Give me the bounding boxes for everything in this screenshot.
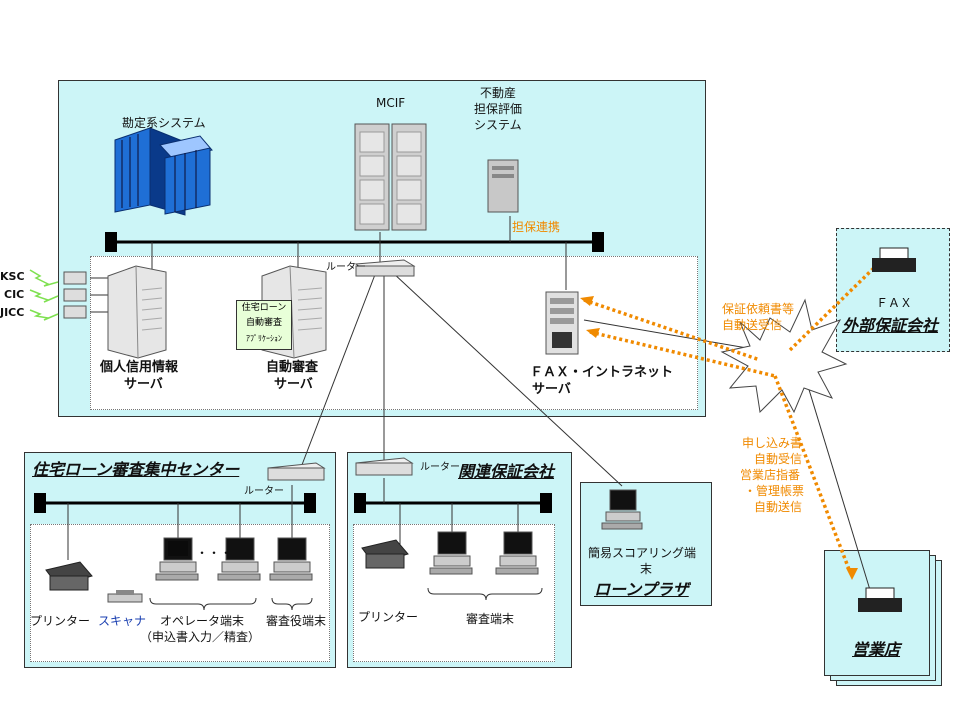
fax-server-icon (545, 291, 579, 355)
real-estate-label-2: 担保評価 (474, 102, 523, 116)
fax-machine-icon (872, 247, 916, 272)
review-terminal-icon-1 (429, 531, 473, 575)
review-terminal-label: 審査端末 (466, 612, 515, 626)
scoring-terminal-label-1: 簡易スコアリング端 (588, 546, 697, 560)
credit-bureau-jicc: JICC (0, 306, 25, 319)
main-lan-terminator-right (592, 232, 604, 252)
terminal-ellipsis: ・・・ (196, 546, 233, 560)
network-cloud (720, 298, 848, 414)
application-note-5: 自動送信 (754, 500, 803, 514)
scoring-terminal-icon (601, 489, 643, 530)
operator-terminal-icon-2 (217, 537, 261, 581)
main-router-icon (354, 259, 416, 277)
loan-plaza-panel (580, 482, 712, 606)
guarantee-note-1: 保証依頼書等 (722, 302, 795, 316)
real-estate-label-1: 不動産 (480, 86, 517, 100)
scoring-terminal-label-2: 末 (640, 562, 653, 576)
application-note-3: 営業店指番 (740, 468, 801, 482)
center-printer-label: プリンター (30, 614, 91, 628)
credit-server-label-1: 個人信用情報 (100, 360, 179, 375)
center-router-icon (267, 462, 326, 481)
scanner-icon (107, 590, 143, 603)
auto-review-server-label-2: サーバ (274, 377, 313, 392)
application-note-4: ・管理帳票 (744, 484, 805, 498)
branch-title: 営業店 (852, 640, 901, 659)
center-router-label: ルーター (244, 486, 284, 497)
real-estate-label-3: システム (474, 118, 522, 132)
application-note-1: 申し込み書 (742, 436, 803, 450)
external-fax-label: ＦＡＸ (876, 296, 913, 310)
reviewer-terminal-icon (269, 537, 313, 581)
accounting-system-label: 勘定系システム (122, 116, 206, 130)
credit-server-icon (107, 265, 167, 359)
credit-server-label-2: サーバ (124, 377, 163, 392)
real-estate-server-icon (487, 159, 519, 213)
affiliate-router-label: ルーター (420, 462, 460, 473)
guarantee-note-2: 自動送受信 (722, 318, 783, 332)
center-printer-icon (45, 561, 93, 591)
main-lan-terminator-left (105, 232, 117, 252)
auto-review-app-line-2: 自動審査 (245, 318, 282, 328)
application-note-2: 自動受信 (754, 452, 803, 466)
mcif-label: MCIF (376, 96, 406, 110)
affiliate-printer-label: プリンター (358, 610, 419, 624)
operator-terminal-icon-1 (155, 537, 199, 581)
credit-bureau-cic: CIC (4, 288, 25, 301)
external-guarantor-title: 外部保証会社 (842, 316, 939, 335)
mcif-server-icon (354, 123, 427, 231)
auto-review-app-line-1: 住宅ローン (241, 303, 287, 313)
scanner-label: スキャナ (98, 614, 147, 628)
center-title: 住宅ローン審査集中センター (32, 460, 240, 479)
review-terminal-icon-2 (495, 531, 539, 575)
orange-flows (583, 260, 882, 573)
branch-card (824, 550, 930, 676)
affiliate-router-icon (355, 457, 414, 476)
branch-fax-icon (858, 587, 902, 612)
collateral-link-label: 担保連携 (512, 220, 561, 234)
affiliate-title: 関連保証会社 (458, 462, 555, 481)
main-router-label: ルーター (326, 262, 366, 273)
operator-terminal-sublabel: （申込書入力／精査） (140, 630, 261, 644)
credit-bureau-ksc: KSC (0, 270, 25, 283)
modem-icons (63, 271, 87, 319)
loan-plaza-title: ローンプラザ (594, 580, 689, 599)
operator-terminal-label: オペレータ端末 (160, 614, 245, 628)
fax-server-label-2: サーバ (532, 382, 571, 397)
auto-review-server-label-1: 自動審査 (266, 360, 319, 375)
fax-server-label-1: ＦＡＸ・イントラネット (530, 365, 674, 380)
auto-review-app-line-3: ｱﾌﾟﾘｹｰｼｮﾝ (246, 334, 282, 343)
mainframe-icon (114, 127, 213, 216)
auto-review-app-box: 住宅ローン 自動審査 ｱﾌﾟﾘｹｰｼｮﾝ (236, 300, 292, 350)
reviewer-terminal-label: 審査役端末 (266, 614, 327, 628)
affiliate-printer-icon (361, 539, 409, 569)
wireless-marks (29, 269, 59, 321)
